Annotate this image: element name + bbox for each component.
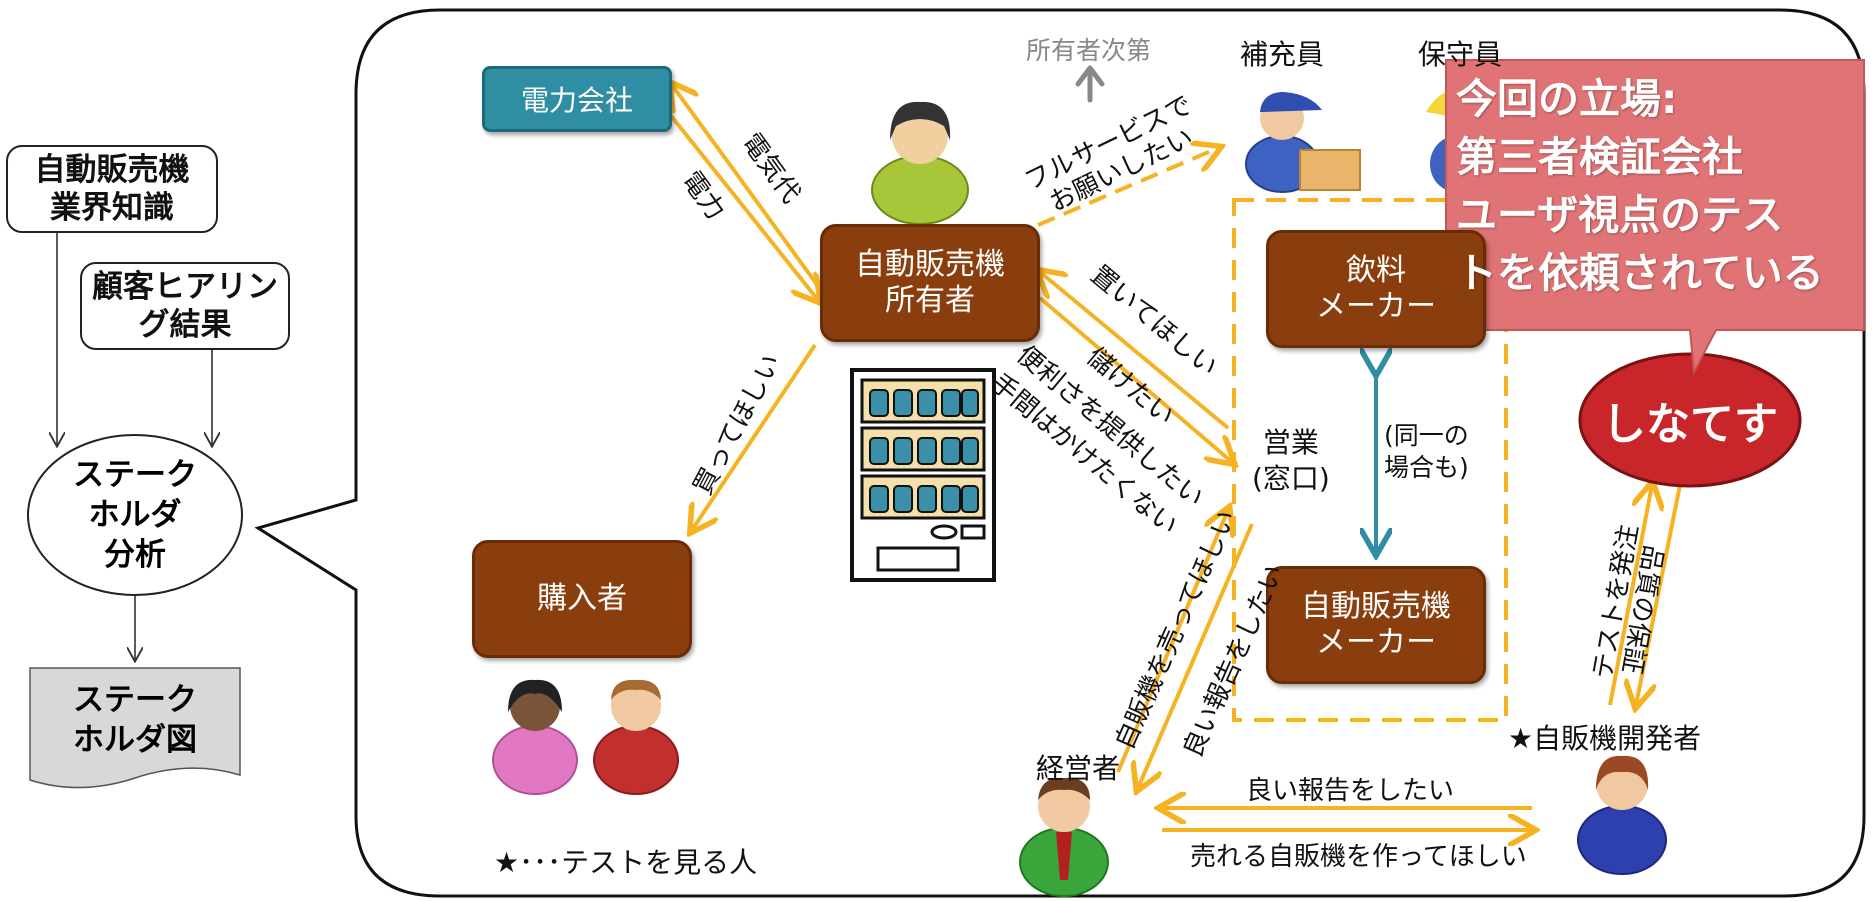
callout-shape xyxy=(1445,59,1865,376)
vending-machine-illustration xyxy=(850,368,996,582)
developer-label: ★自販機開発者 xyxy=(1508,722,1702,755)
knowledge-line-1: 自動販売機 xyxy=(34,152,190,188)
buyer-node: 購入者 xyxy=(472,540,692,658)
same-line-1: (同一の xyxy=(1384,421,1469,450)
developer-person-icon xyxy=(1577,755,1667,875)
analysis-ellipse xyxy=(27,434,243,596)
owner-line-2: 所有者 xyxy=(885,283,975,318)
refiller-worker-icon xyxy=(1245,92,1361,193)
sales-line-2: (窓口) xyxy=(1252,462,1330,495)
edge-make-good-vm: 売れる自販機を作ってほしい xyxy=(1190,842,1527,872)
diagram-label: ステークホルダ図 xyxy=(30,676,240,764)
vm-maker-line-2: メーカー xyxy=(1316,625,1436,660)
same-case-label: (同一の場合も) xyxy=(1384,420,1469,484)
callout-line-2: 第三者検証会社 xyxy=(1456,133,1743,181)
shinatesu-badge: しなてす xyxy=(1580,360,1800,480)
diagram-line-2: ホルダ図 xyxy=(73,722,197,758)
analysis-line-3: 分析 xyxy=(104,537,166,573)
vm-maker-node: 自動販売機メーカー xyxy=(1266,566,1486,684)
owner-node: 自動販売機所有者 xyxy=(820,224,1040,342)
sales-label: 営業(窓口) xyxy=(1252,425,1330,497)
callout-text: 今回の立場: 第三者検証会社 ユーザ視点のテス トを依頼されている xyxy=(1456,70,1860,302)
owner-person-icon xyxy=(871,101,969,225)
hearing-line-2: グ結果 xyxy=(138,307,232,343)
drink-line-1: 飲料 xyxy=(1346,253,1406,288)
callout-line-1: 今回の立場: xyxy=(1456,75,1678,123)
drink-line-2: メーカー xyxy=(1316,289,1436,324)
shinatesu-label: しなてす xyxy=(1602,399,1778,450)
same-line-2: 場合も) xyxy=(1384,453,1469,482)
analysis-label: ステークホルダ分析 xyxy=(40,450,230,580)
owner-line-1: 自動販売機 xyxy=(855,247,1005,282)
sales-line-1: 営業 xyxy=(1262,426,1319,459)
analysis-line-2: ホルダ xyxy=(88,497,182,533)
buyer-label: 購入者 xyxy=(537,581,627,616)
analysis-line-1: ステーク xyxy=(73,457,197,493)
hearing-line-1: 顧客ヒアリン xyxy=(92,269,278,305)
manager-person-icon xyxy=(1019,777,1109,897)
vm-maker-line-1: 自動販売機 xyxy=(1301,589,1451,624)
knowledge-box: 自動販売機業界知識 xyxy=(6,145,218,233)
manager-label: 経営者 xyxy=(1036,752,1121,785)
power-company-label: 電力会社 xyxy=(520,84,633,117)
diagram-line-1: ステーク xyxy=(73,682,197,718)
callout-line-3: ユーザ視点のテス xyxy=(1456,191,1784,239)
refiller-label: 補充員 xyxy=(1240,38,1325,71)
drink-maker-node: 飲料メーカー xyxy=(1266,230,1486,348)
callout-line-4: トを依頼されている xyxy=(1456,249,1824,297)
hearing-box: 顧客ヒアリング結果 xyxy=(80,262,290,350)
buyer-woman-icon xyxy=(492,679,578,795)
maintainer-label: 保守員 xyxy=(1418,38,1503,71)
knowledge-line-2: 業界知識 xyxy=(50,190,174,226)
edge-good-report-horizontal: 良い報告をしたい xyxy=(1246,776,1455,806)
legend-label: ★･･･テストを見る人 xyxy=(494,846,758,879)
buyer-man-icon xyxy=(593,679,679,795)
power-company-node: 電力会社 xyxy=(482,66,672,132)
shinatesu-badge-shape xyxy=(1578,352,1802,488)
owner-depends-label: 所有者次第 xyxy=(1026,36,1152,65)
diagram-document-shape xyxy=(29,667,241,789)
sales-group-dashed-box xyxy=(1232,198,1508,722)
speech-bubble-outline xyxy=(254,8,1866,898)
